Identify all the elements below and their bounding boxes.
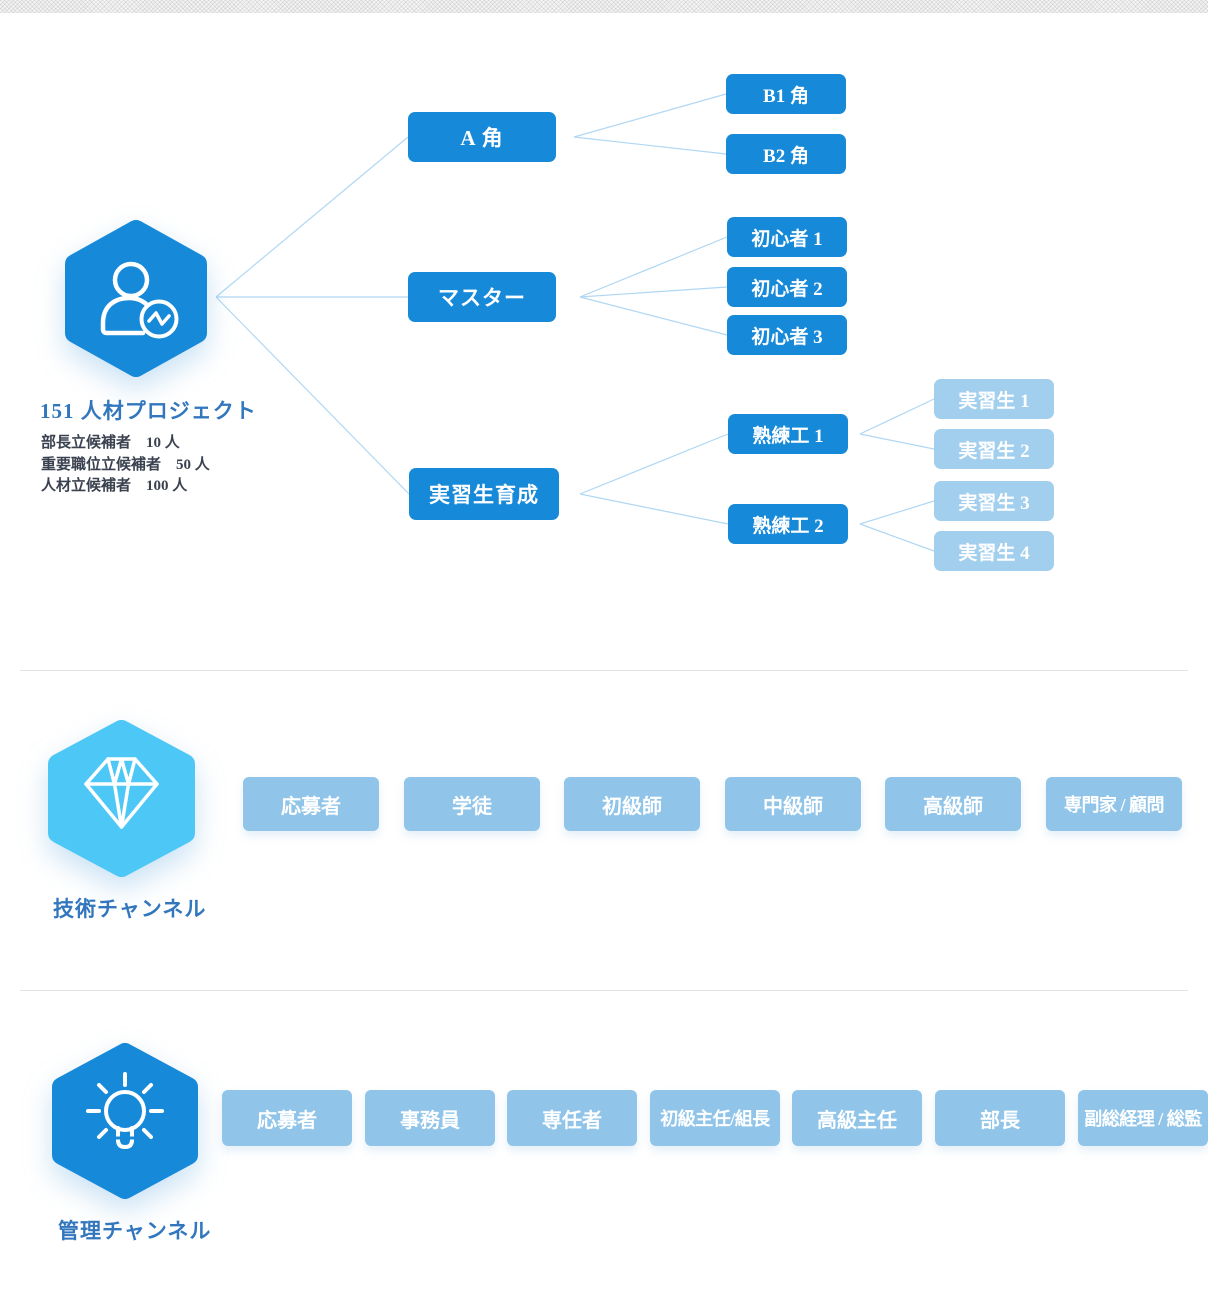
tree-node-skilled-2: 熟練工 2	[728, 504, 848, 544]
mgmt-stage-senior-chief: 高級主任	[792, 1090, 922, 1146]
person-chart-icon	[100, 261, 179, 339]
management-channel-hexagon	[52, 1043, 198, 1199]
tech-stage-apprentice: 学徒	[404, 777, 540, 831]
management-channel-label: 管理チャンネル	[58, 1219, 212, 1243]
tree-node-beginner-2: 初心者 2	[727, 267, 847, 307]
tech-channel-label: 技術チャンネル	[53, 897, 207, 921]
mgmt-stage-junior-chief: 初級主任/組長	[650, 1090, 780, 1146]
tree-node-master: マスター	[408, 272, 556, 322]
stat-line: 人材立候補者 100 人	[41, 478, 188, 494]
tree-node-trainee-development: 実習生育成	[409, 468, 559, 520]
tech-stage-senior: 高級師	[885, 777, 1021, 831]
mgmt-stage-department-head: 部長	[935, 1090, 1065, 1146]
tech-stage-intermediate: 中級師	[725, 777, 861, 831]
tree-node-trainee-3: 実習生 3	[934, 481, 1054, 521]
mgmt-stage-applicant: 応募者	[222, 1090, 352, 1146]
tree-title: 151 人材プロジェクト	[40, 399, 257, 423]
stat-line: 部長立候補者 10 人	[41, 435, 180, 451]
stat-line: 重要職位立候補者 50 人	[41, 456, 210, 473]
tree-stats: 部長立候補者 10 人 重要職位立候補者 50 人 人材立候補者 100 人	[41, 433, 210, 498]
lightbulb-icon	[86, 1072, 164, 1149]
tree-node-b1-role: B1 角	[726, 74, 846, 114]
tree-node-b2-role: B2 角	[726, 134, 846, 174]
tech-stage-applicant: 応募者	[243, 777, 379, 831]
mgmt-stage-vice-gm: 副総経理 / 総監	[1078, 1090, 1208, 1146]
tree-node-trainee-1: 実習生 1	[934, 379, 1054, 419]
tree-node-skilled-1: 熟練工 1	[728, 414, 848, 454]
diamond-icon	[84, 757, 159, 829]
tech-channel-hexagon	[48, 720, 195, 877]
mgmt-stage-clerk: 事務員	[365, 1090, 495, 1146]
tree-node-trainee-2: 実習生 2	[934, 429, 1054, 469]
mgmt-stage-specialist: 専任者	[507, 1090, 637, 1146]
tree-node-beginner-3: 初心者 3	[727, 315, 847, 355]
tree-node-trainee-4: 実習生 4	[934, 531, 1054, 571]
section-divider	[20, 990, 1188, 991]
tree-node-beginner-1: 初心者 1	[727, 217, 847, 257]
section-divider	[20, 670, 1188, 671]
top-hatch-bar	[0, 0, 1208, 13]
tech-stage-expert-advisor: 専門家 / 顧問	[1046, 777, 1182, 831]
project-hexagon	[65, 220, 207, 377]
tree-node-a-role: A 角	[408, 112, 556, 162]
tech-stage-junior: 初級師	[564, 777, 700, 831]
